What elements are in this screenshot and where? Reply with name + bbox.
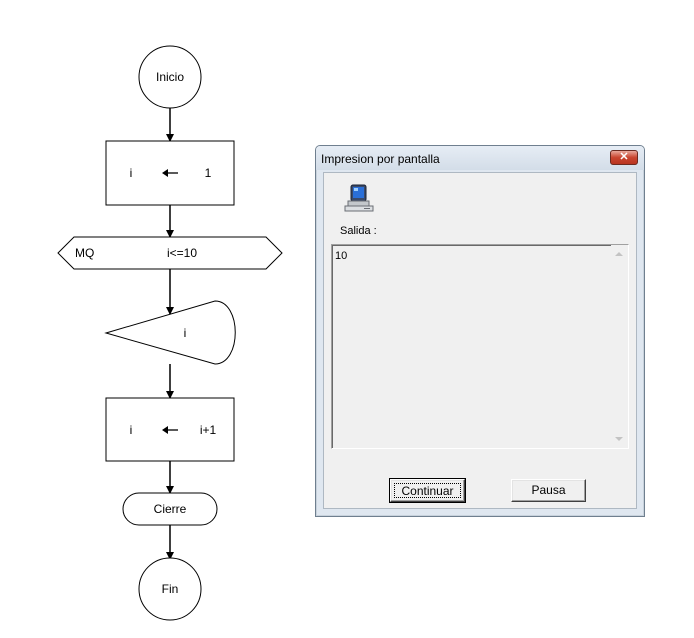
- end-node[interactable]: Fin: [138, 557, 202, 621]
- computer-icon: [344, 184, 374, 212]
- scroll-up-icon[interactable]: [615, 252, 623, 256]
- loop-condition: i<=10: [167, 246, 197, 260]
- close-loop-label: Cierre: [154, 502, 187, 516]
- close-icon: ✕: [619, 151, 629, 163]
- assign-arrow-icon: [162, 426, 178, 434]
- start-label: Inicio: [156, 70, 184, 84]
- loop-node[interactable]: MQ i<=10: [57, 236, 283, 270]
- output-node[interactable]: i: [104, 300, 236, 365]
- assign-value: i+1: [200, 423, 217, 437]
- assign-arrow-icon: [162, 169, 178, 177]
- dialog-titlebar[interactable]: Impresion por pantalla ✕: [316, 146, 644, 170]
- output-textarea[interactable]: 10: [331, 244, 629, 449]
- assign-node-2[interactable]: i i+1: [105, 397, 235, 462]
- continue-button[interactable]: Continuar: [389, 478, 466, 503]
- assign-node-1[interactable]: i 1: [105, 140, 235, 206]
- loop-keyword: MQ: [75, 246, 94, 260]
- output-dialog: Impresion por pantalla ✕ Salida : 10 Con…: [315, 145, 645, 517]
- flowchart: Inicio i 1 MQ i<=10 i i i+1 Cierre: [57, 45, 283, 621]
- output-value: i: [184, 326, 187, 340]
- vertical-scrollbar[interactable]: [611, 245, 628, 448]
- output-text: 10: [335, 250, 348, 262]
- assign-var: i: [130, 166, 133, 180]
- pause-button[interactable]: Pausa: [511, 479, 586, 502]
- end-label: Fin: [162, 582, 179, 596]
- start-node[interactable]: Inicio: [138, 45, 202, 109]
- dialog-body: Salida : 10 Continuar Pausa: [323, 172, 637, 509]
- close-button[interactable]: ✕: [610, 150, 638, 165]
- close-loop-node[interactable]: Cierre: [122, 492, 218, 526]
- assign-value: 1: [205, 166, 212, 180]
- continue-button-label: Continuar: [394, 483, 461, 498]
- scroll-down-icon[interactable]: [615, 437, 623, 441]
- dialog-title: Impresion por pantalla: [321, 152, 440, 166]
- assign-var: i: [130, 423, 133, 437]
- output-label: Salida :: [340, 225, 377, 237]
